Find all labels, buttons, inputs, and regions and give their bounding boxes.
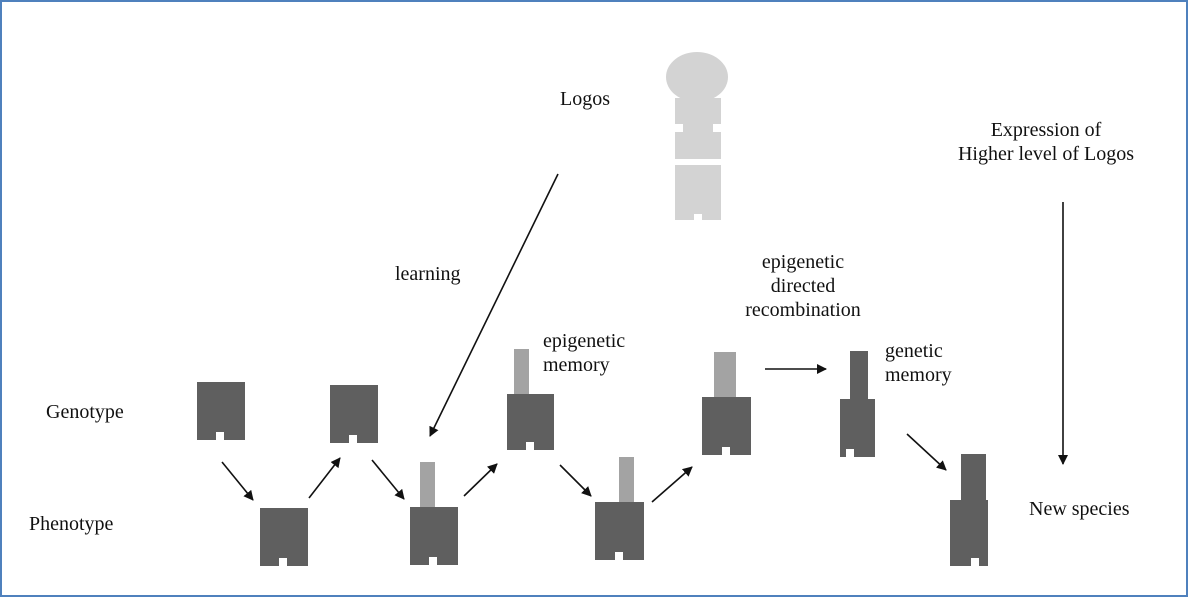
epigenetic-mark [514,349,529,394]
genotype-label: Genotype [46,401,124,423]
epigenetic-mark [619,457,634,502]
flow-arrow [906,433,947,471]
flow-arrow [371,459,405,500]
learning-arrow [429,173,559,437]
logos-label: Logos [560,88,610,110]
logos-figure-icon [666,52,728,220]
phenotype-label: Phenotype [29,513,114,535]
new-species-block [950,454,988,566]
epigenetic-memory-label: epigenetic memory [543,329,625,377]
epigenetic-memory-label-line: memory [543,354,610,376]
edr-label-line: directed [770,275,836,297]
epigenetic-directed-recombination-label: epigenetic directed recombination [718,250,888,322]
edr-label-line: epigenetic [761,251,845,273]
flow-arrow [463,463,498,497]
genetic-memory-block [840,351,875,457]
flow-arrow [221,461,254,501]
genotype-block [197,382,245,440]
genotype-block [330,385,378,443]
phenotype-block [595,502,644,560]
phenotype-block [410,507,458,565]
phenotype-block [260,508,308,566]
genetic-memory-label-line: memory [885,364,952,386]
flow-arrow [651,466,693,503]
genetic-memory-label-line: genetic [885,340,943,362]
new-species-label: New species [1029,498,1130,520]
flow-arrow [559,464,592,497]
epigenetic-mark [420,462,435,507]
expression-label: Expression of Higher level of Logos [926,118,1166,166]
epigenetic-memory-label-line: epigenetic [543,330,626,352]
expression-label-line: Expression of [990,119,1102,141]
flow-arrow [308,457,341,499]
expression-label-line: Higher level of Logos [957,143,1135,165]
edr-label-line: recombination [745,299,861,321]
genotype-block [507,394,554,450]
genotype-block [702,397,751,455]
genetic-memory-label: genetic memory [885,339,952,387]
epigenetic-mark [714,352,736,397]
learning-label: learning [395,263,461,285]
